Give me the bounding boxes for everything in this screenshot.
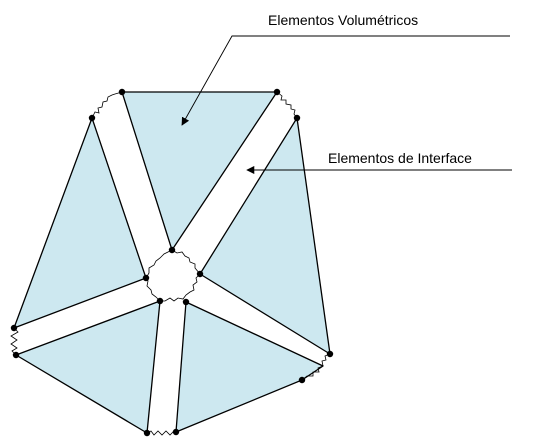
node [143,429,151,437]
node [196,270,204,278]
interface-springs [10,91,331,436]
node [12,351,20,359]
spring-right [321,353,331,367]
spring-lower-right [301,365,324,381]
volume-elements [13,91,331,434]
node [298,376,306,384]
label-interface-elements: Elementos de Interface [328,150,472,166]
node [182,298,190,306]
spring-top-left [91,91,123,119]
spring-bottom [146,430,177,436]
volume-element-upper-right [199,117,331,355]
label-volume-elements: Elementos Volumétricos [268,12,418,28]
node [326,350,334,358]
node [172,428,180,436]
spring-top-right [276,91,298,119]
node [168,246,176,254]
volume-element-top [121,91,278,251]
node [88,114,96,122]
node [156,297,164,305]
node [118,88,126,96]
volume-element-left [13,117,147,329]
leader-volume-elements [181,35,510,126]
node [10,324,18,332]
leader-lines [181,35,512,175]
node [293,114,301,122]
spring-left [10,327,19,356]
volume-element-bottom [15,300,161,434]
node [142,274,150,282]
nodes [10,88,334,437]
node [273,88,281,96]
spring-center [145,249,201,302]
